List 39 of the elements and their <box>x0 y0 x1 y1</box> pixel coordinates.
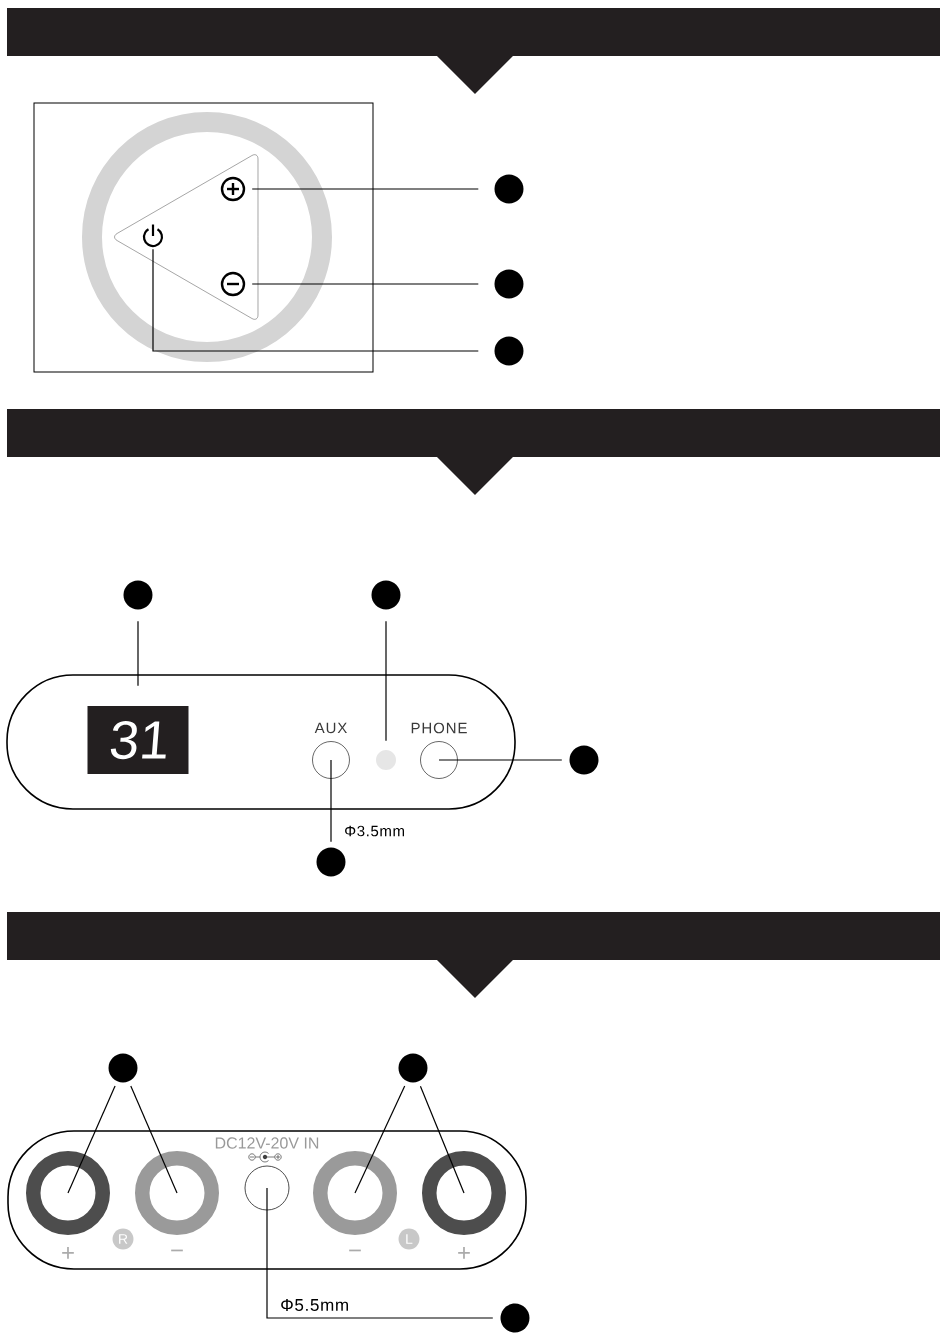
panel-frame <box>33 102 374 373</box>
input-label: DC12V-20V IN <box>215 1137 319 1149</box>
jack-label: AUX <box>314 722 347 734</box>
leader-line <box>354 1085 406 1194</box>
callout-dot <box>494 269 524 299</box>
callout-dot <box>494 174 524 204</box>
device-panel <box>6 674 516 810</box>
callout-dot <box>569 745 599 775</box>
dimension-label: Φ5.5mm <box>281 1299 348 1311</box>
callout-dot <box>398 1053 428 1083</box>
callout-dot <box>108 1053 138 1083</box>
callout-dot <box>500 1303 530 1333</box>
power-button <box>142 224 164 248</box>
polarity-sign: + <box>62 1247 74 1259</box>
jack-label: PHONE <box>411 722 467 734</box>
polarity-sign: − <box>171 1249 183 1252</box>
callout-dot <box>316 847 346 877</box>
volume-down-button <box>220 271 246 297</box>
dimension-label: Φ3.5mm <box>345 825 404 837</box>
leader-line <box>67 1085 116 1194</box>
digit-display: 31 <box>87 706 189 774</box>
leader-line <box>152 248 479 352</box>
volume-up-button <box>220 176 246 202</box>
leader-line <box>130 1085 178 1194</box>
leader-line <box>266 1187 494 1319</box>
leader-line <box>438 759 563 761</box>
leader-line <box>251 188 479 190</box>
leader-line <box>137 620 139 687</box>
leader-line <box>330 759 332 843</box>
callout-dot <box>371 580 401 610</box>
indicator-led <box>376 750 396 770</box>
leader-line <box>385 620 387 742</box>
leader-line <box>419 1085 465 1194</box>
callout-dot <box>123 580 153 610</box>
polarity-sign: + <box>458 1247 470 1259</box>
polarity-sign: − <box>349 1249 361 1252</box>
device-panel <box>7 1130 527 1270</box>
leader-line <box>251 283 479 285</box>
callout-dot <box>494 336 524 366</box>
